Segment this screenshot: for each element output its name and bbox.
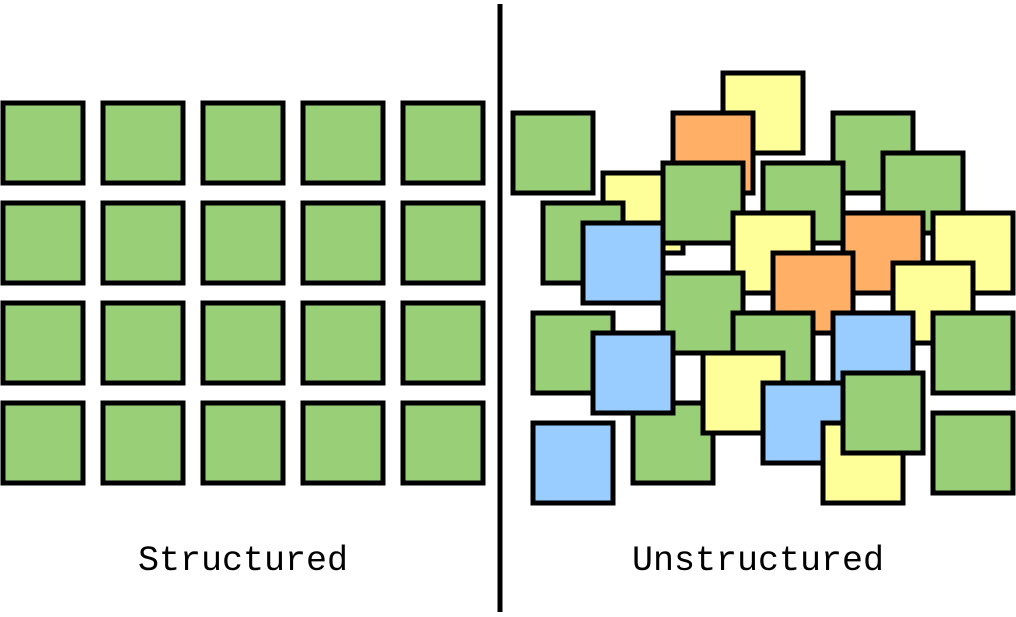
structured-square [100, 100, 186, 186]
structured-square [0, 100, 86, 186]
unstructured-square [660, 160, 746, 246]
structured-square [300, 100, 386, 186]
structured-square [0, 400, 86, 486]
structured-square [400, 300, 486, 386]
structured-square [100, 400, 186, 486]
structured-label: Structured [137, 541, 349, 581]
structured-grid [0, 100, 486, 486]
structured-square [200, 300, 286, 386]
structured-square [300, 200, 386, 286]
unstructured-label: Unstructured [631, 541, 885, 581]
structured-square [200, 200, 286, 286]
structured-square [400, 400, 486, 486]
unstructured-square [840, 370, 926, 456]
unstructured-square [630, 400, 716, 486]
unstructured-square [580, 220, 666, 306]
unstructured-square [510, 110, 596, 196]
structured-square [300, 400, 386, 486]
structured-square [400, 100, 486, 186]
unstructured-square [590, 330, 676, 416]
structured-square [0, 200, 86, 286]
unstructured-square [530, 420, 616, 506]
unstructured-pile [510, 70, 1016, 506]
structured-square [200, 400, 286, 486]
structured-square [0, 300, 86, 386]
structured-square [300, 300, 386, 386]
structured-square [200, 100, 286, 186]
structured-square [100, 300, 186, 386]
unstructured-square [930, 310, 1016, 396]
structured-square [100, 200, 186, 286]
structured-square [400, 200, 486, 286]
unstructured-square [930, 410, 1016, 496]
